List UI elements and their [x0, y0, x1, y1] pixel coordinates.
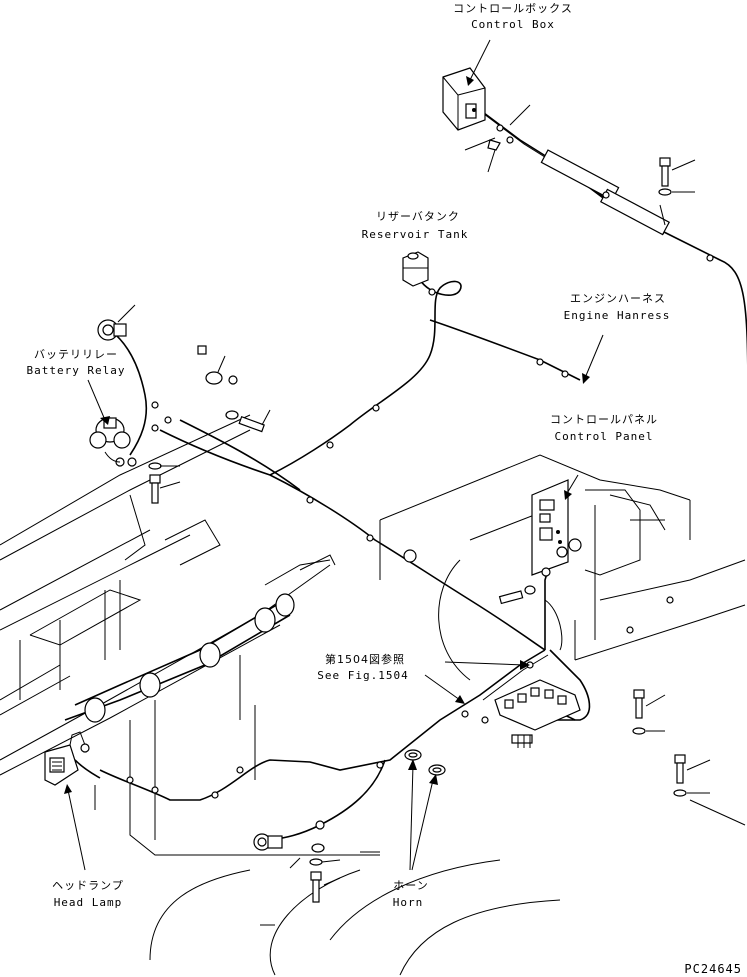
- label-control-panel-en: Control Panel: [554, 430, 653, 443]
- label-see-fig-en: See Fig.1504: [317, 669, 408, 682]
- label-control-box-jp: コントロールボックス: [453, 2, 573, 15]
- control-panel: [498, 474, 582, 605]
- small-parts-upper: [148, 345, 271, 504]
- bolt-washer-set: [632, 157, 711, 797]
- label-head-lamp-en: Head Lamp: [54, 896, 123, 909]
- label-see-fig-jp: 第1504図参照: [325, 652, 405, 666]
- horns: [404, 749, 446, 871]
- lower-fasteners: [253, 833, 341, 903]
- engine-harness-connector: [582, 334, 604, 384]
- figure-code: PC24645: [684, 962, 742, 976]
- label-reservoir-tank-en: Reservoir Tank: [362, 228, 469, 241]
- label-battery-relay-en: Battery Relay: [26, 364, 125, 377]
- label-battery-relay-jp: バッテリリレー: [34, 348, 118, 361]
- see-fig-leaders: [424, 660, 530, 704]
- head-lamp: [44, 731, 90, 871]
- label-head-lamp-jp: ヘッドランプ: [52, 879, 124, 892]
- control-box: [442, 39, 531, 173]
- harness-clips: [126, 124, 714, 830]
- labels: コントロールボックス Control Box リザーバタンク Reservoir…: [26, 2, 742, 976]
- label-control-box-en: Control Box: [471, 18, 555, 31]
- label-engine-harness-jp: エンジンハーネス: [570, 292, 666, 305]
- upper-lamp-socket: [97, 304, 136, 341]
- label-horn-jp: ホーン: [393, 879, 428, 892]
- relay-cluster: [494, 679, 581, 748]
- reservoir-tank: [402, 251, 436, 296]
- label-horn-en: Horn: [393, 896, 424, 909]
- label-reservoir-tank-jp: リザーバタンク: [376, 210, 460, 223]
- axle-assembly: [64, 554, 336, 723]
- battery-relay: [87, 379, 137, 467]
- roller: [84, 593, 295, 723]
- label-control-panel-jp: コントロールパネル: [550, 413, 658, 426]
- label-engine-harness-en: Engine Hanress: [564, 309, 671, 322]
